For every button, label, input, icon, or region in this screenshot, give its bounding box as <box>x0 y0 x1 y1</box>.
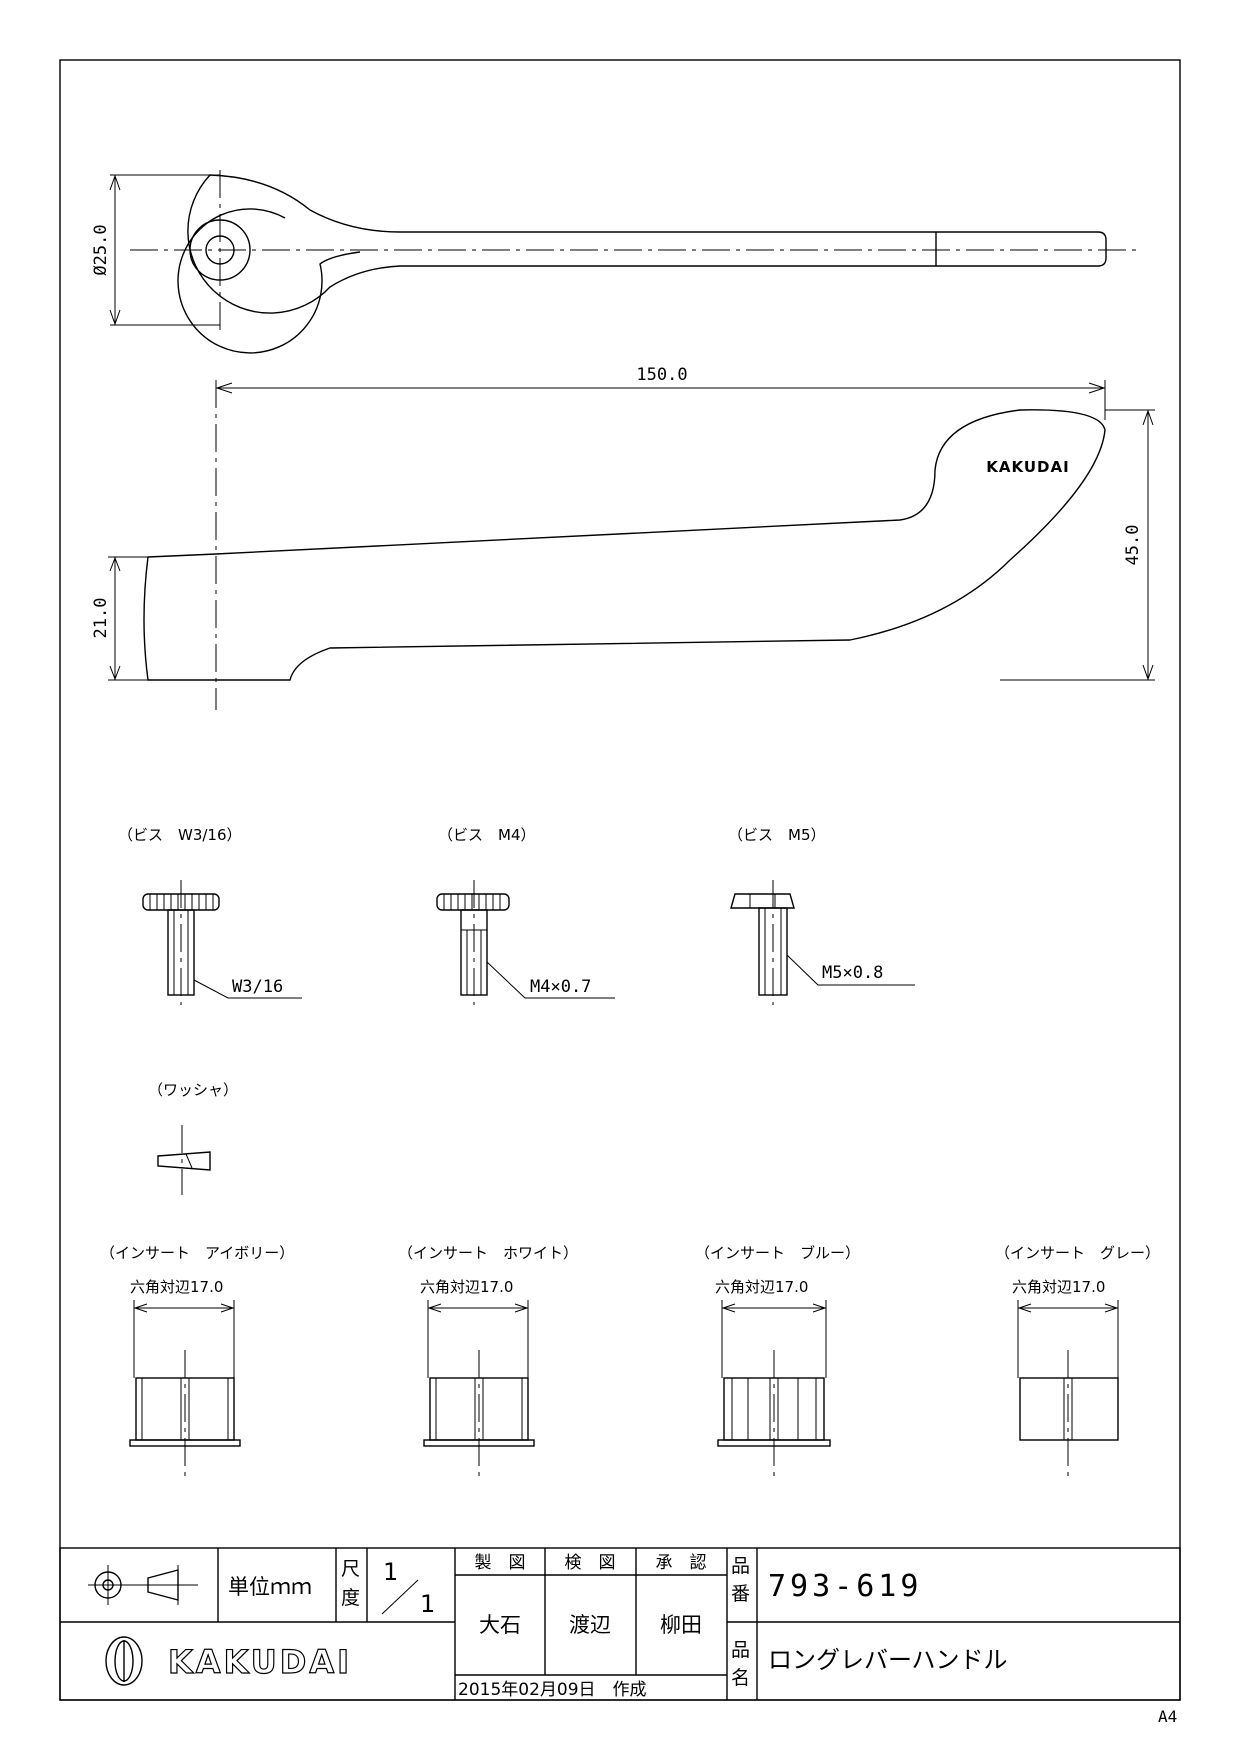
sheet-size-label: A4 <box>1158 1707 1177 1726</box>
insert-title: （インサート ブルー） <box>695 1244 860 1262</box>
screw-w3-16: （ビス W3/16） W3/16 <box>118 826 302 1005</box>
screw-title: （ビス W3/16） <box>118 826 242 844</box>
scale-label-2: 度 <box>341 1587 360 1609</box>
approved-by: 柳田 <box>660 1613 702 1637</box>
base-height-dim-label: 21.0 <box>91 598 111 639</box>
insert-title: （インサート グレー） <box>995 1244 1160 1262</box>
side-view: KAKUDAI 150.0 45.0 21.0 <box>91 365 1155 710</box>
insert-title: （インサート ホワイト） <box>398 1244 578 1262</box>
part-no-label-1: 品 <box>731 1555 750 1577</box>
screw-m5: （ビス M5） M5×0.8 <box>728 826 915 1005</box>
projection-symbol-icon <box>88 1565 198 1605</box>
insert-ivory: （インサート アイボリー） 六角対辺17.0 <box>100 1244 294 1480</box>
length-dim-label: 150.0 <box>636 365 687 385</box>
engraving-logo: KAKUDAI <box>986 458 1069 476</box>
date-label: 2015年02月09日 作成 <box>458 1680 647 1700</box>
height-dim-label: 45.0 <box>1123 525 1143 566</box>
scale-label-1: 尺 <box>341 1558 360 1580</box>
checked-by: 渡辺 <box>569 1613 611 1637</box>
scale-numerator: 1 <box>383 1558 398 1586</box>
unit-label: 単位ｍｍ <box>228 1575 312 1599</box>
company-logo: KAKUDAI <box>105 1636 352 1686</box>
sheet-border <box>59 59 1181 1701</box>
screw-thread-label: M4×0.7 <box>530 977 591 997</box>
insert-dim: 六角対辺17.0 <box>715 1278 808 1296</box>
insert-dim: 六角対辺17.0 <box>1012 1278 1105 1296</box>
insert-white: （インサート ホワイト） 六角対辺17.0 <box>398 1244 578 1480</box>
part-name: ロングレバーハンドル <box>768 1646 1008 1674</box>
col-approved: 承 認 <box>656 1553 707 1573</box>
insert-blue: （インサート ブルー） 六角対辺17.0 <box>695 1244 860 1480</box>
screw-thread-label: W3/16 <box>232 977 283 997</box>
screw-thread-label: M5×0.8 <box>822 963 883 983</box>
insert-gray: （インサート グレー） 六角対辺17.0 <box>995 1244 1160 1480</box>
diameter-dim-label: Ø25.0 <box>91 224 111 275</box>
col-checked: 検 図 <box>565 1553 616 1573</box>
screw-m4: （ビス M4） M4×0.7 <box>436 826 615 1005</box>
insert-title: （インサート アイボリー） <box>100 1244 294 1262</box>
top-view: Ø25.0 <box>91 170 1140 354</box>
title-block: 単位ｍｍ 尺 度 1 1 製 図 検 図 承 認 大石 渡辺 柳田 2015年0… <box>59 1547 1181 1701</box>
drawn-by: 大石 <box>479 1613 521 1637</box>
part-name-label-2: 名 <box>731 1667 750 1689</box>
col-drawn: 製 図 <box>475 1553 526 1573</box>
insert-dim: 六角対辺17.0 <box>130 1278 223 1296</box>
company-name: KAKUDAI <box>168 1643 352 1681</box>
screw-title: （ビス M5） <box>728 826 826 844</box>
part-no: 793-619 <box>768 1569 922 1604</box>
washer: （ワッシャ） <box>148 1081 238 1195</box>
insert-dim: 六角対辺17.0 <box>420 1278 513 1296</box>
screw-title: （ビス M4） <box>438 826 536 844</box>
part-name-label-1: 品 <box>731 1639 750 1661</box>
part-no-label-2: 番 <box>731 1583 750 1605</box>
washer-title: （ワッシャ） <box>148 1081 238 1099</box>
scale-denominator: 1 <box>420 1590 435 1618</box>
